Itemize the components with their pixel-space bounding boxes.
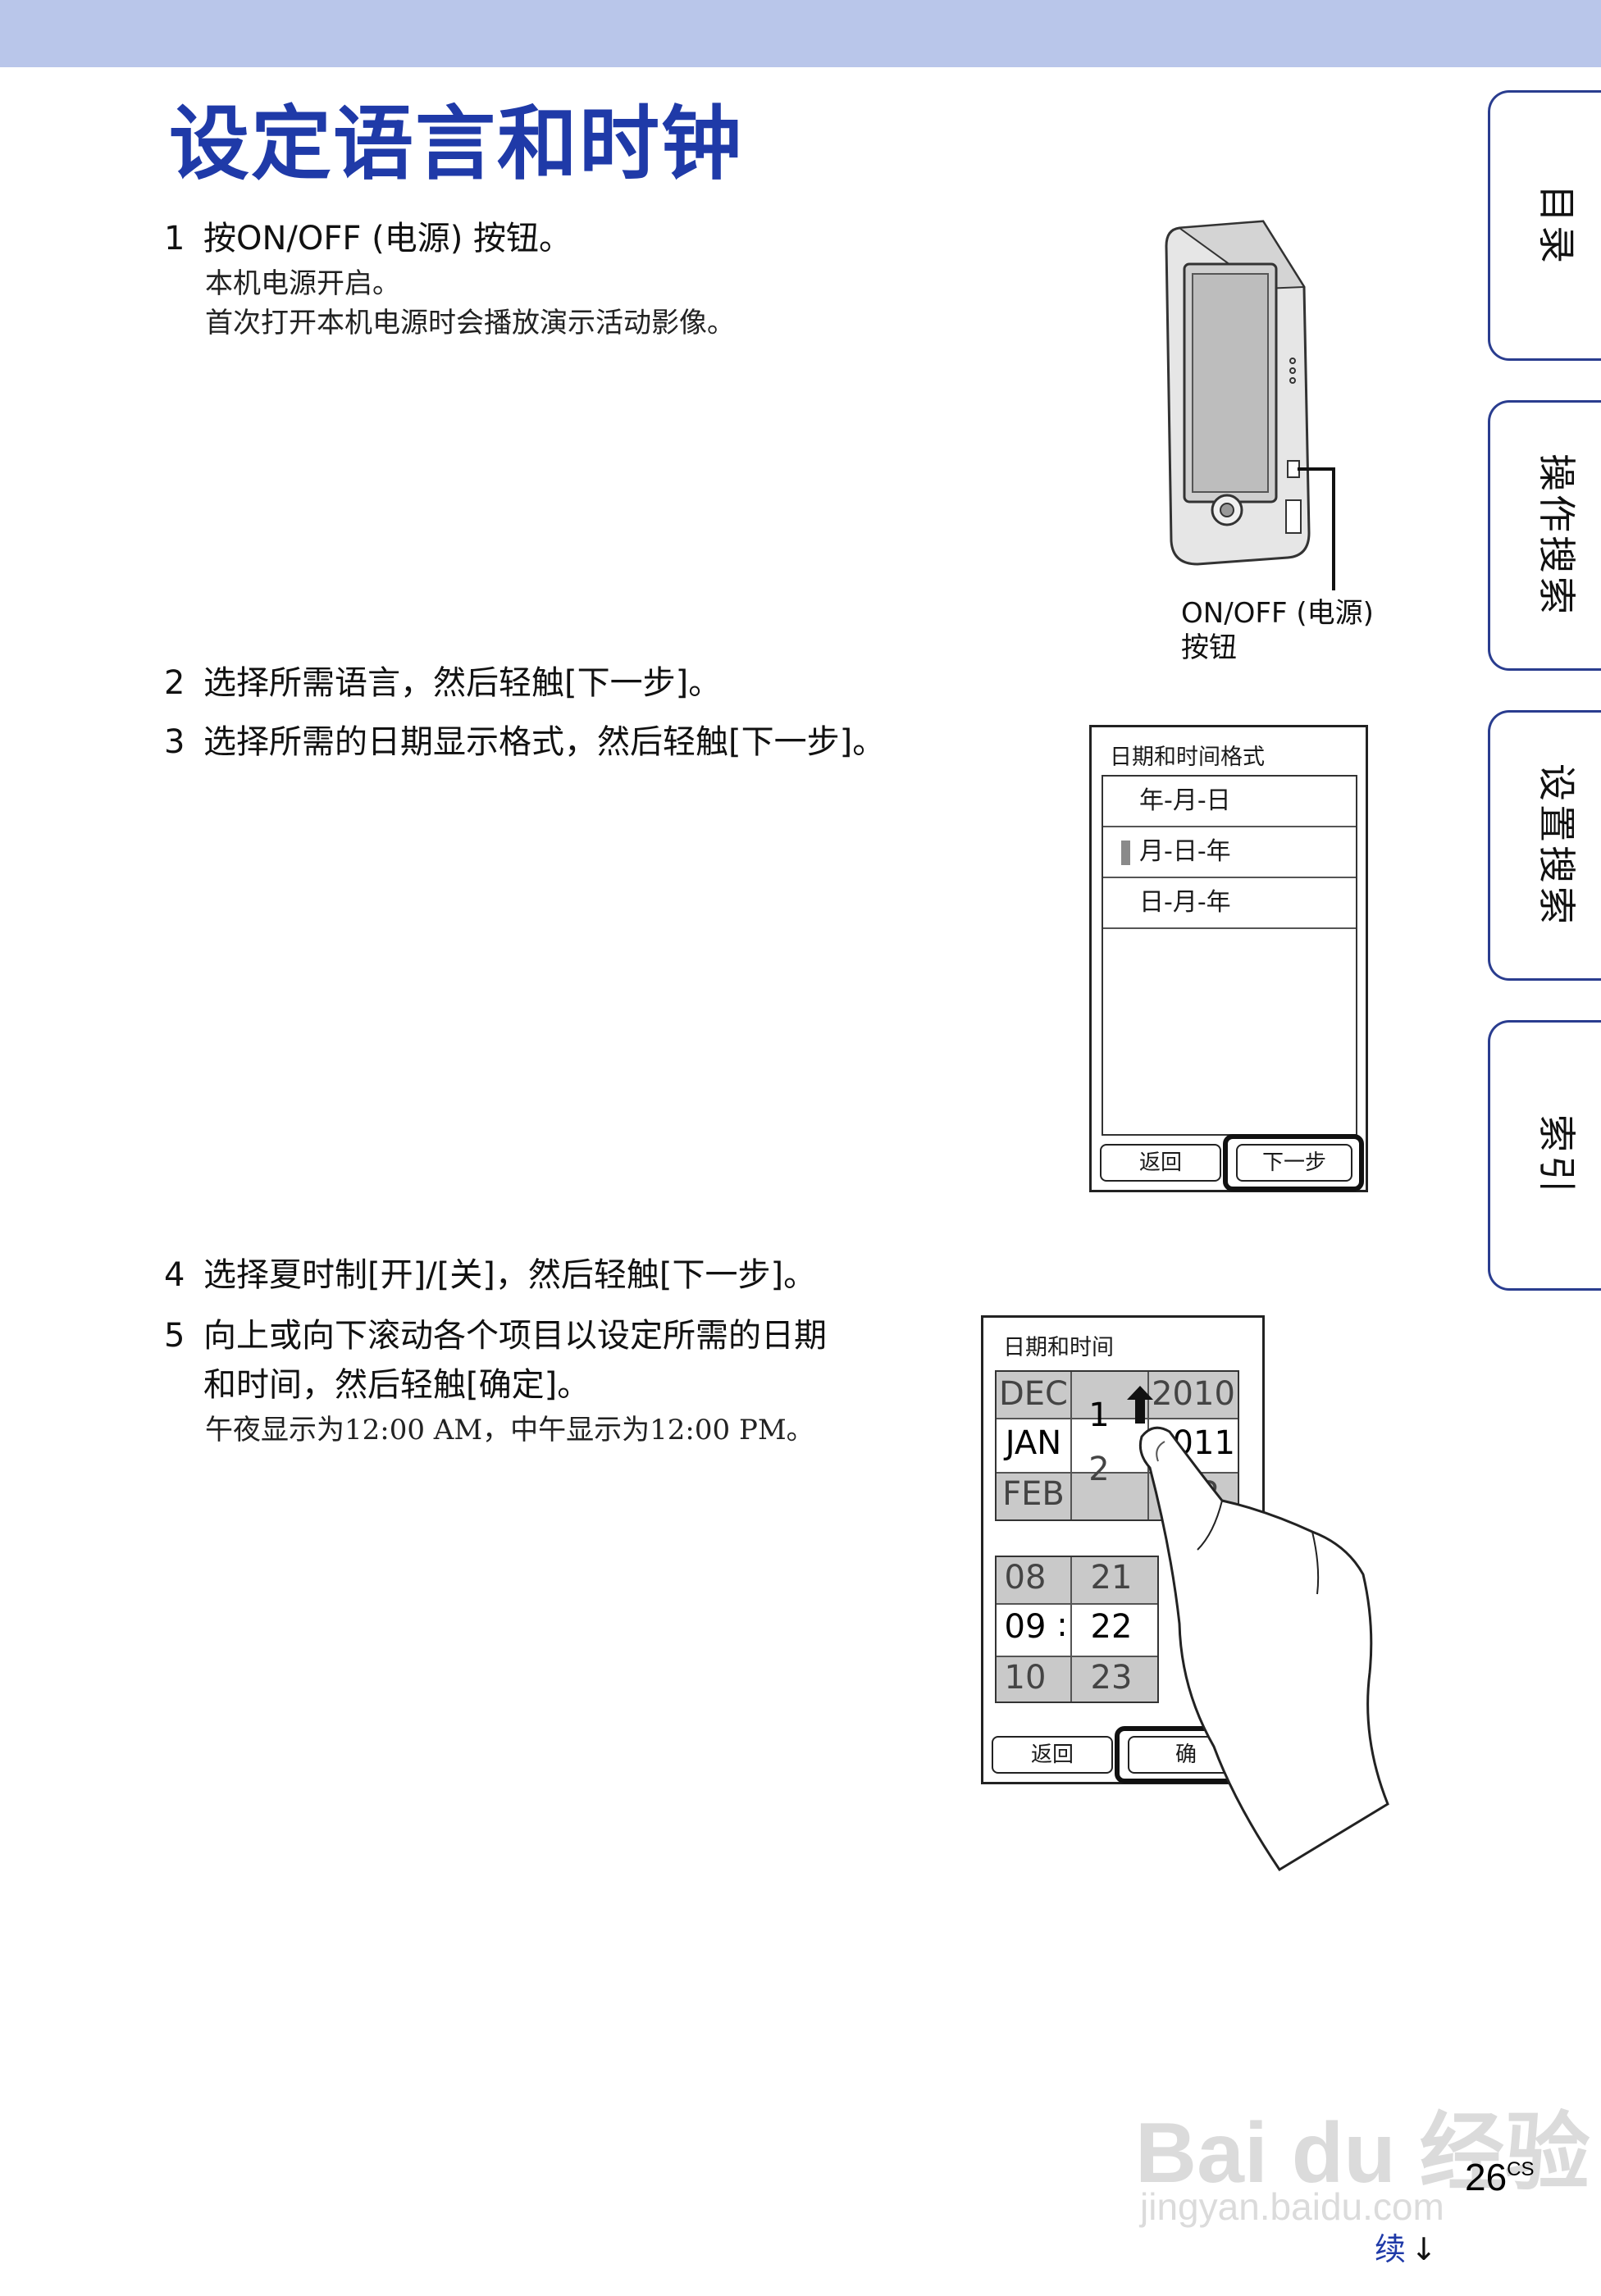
step-1-note-1: 本机电源开启。 (205, 267, 400, 300)
step-2: 2 选择所需语言，然后轻触[下一步]。 (164, 656, 721, 704)
next-button[interactable]: 下一步 (1236, 1144, 1352, 1182)
divider (1070, 1372, 1072, 1519)
minute-current: 22 (1090, 1608, 1133, 1646)
step-number: 1 (164, 220, 185, 257)
day-next: 2 (1088, 1451, 1110, 1488)
selection-marker (1121, 840, 1130, 865)
minute-next: 23 (1090, 1659, 1133, 1697)
format-option-list: 年-月-日 月-日-年 日-月-年 (1102, 775, 1357, 1136)
format-option-selected[interactable]: 月-日-年 (1103, 827, 1356, 878)
tab-label: 操作搜索 (1534, 453, 1579, 617)
format-option[interactable]: 日-月-年 (1103, 878, 1356, 929)
time-picker[interactable]: 08 09 10 : 21 22 23 (995, 1556, 1159, 1703)
screen-header: 日期和时间格式 (1110, 745, 1265, 770)
date-current-row (997, 1418, 1238, 1474)
watermark-logo: Bai du 经验 (1135, 2106, 1590, 2201)
tab-settings-search[interactable]: 设置搜索 (1488, 710, 1601, 981)
month-current: JAN (1005, 1424, 1062, 1462)
screen-header: 日期和时间 (1003, 1335, 1114, 1360)
time-separator: : (1056, 1606, 1068, 1644)
back-button[interactable]: 返回 (992, 1736, 1113, 1774)
top-color-bar (0, 0, 1601, 67)
month-next: FEB (1002, 1475, 1065, 1513)
step-number: 3 (164, 723, 185, 761)
date-format-screen: 日期和时间格式 年-月-日 月-日-年 日-月-年 返回 下一步 (1089, 725, 1368, 1192)
continued-link[interactable]: 续↓ (1375, 2231, 1437, 2267)
camera-illustration (1165, 220, 1335, 590)
back-button[interactable]: 返回 (1100, 1144, 1221, 1182)
page-number: 26CS (1465, 2156, 1535, 2198)
arrow-down-icon: ↓ (1411, 2231, 1437, 2267)
tab-label: 设置搜索 (1534, 763, 1579, 927)
tab-contents[interactable]: 目录 (1488, 90, 1601, 361)
step-text: 选择夏时制[开]/[关]，然后轻触[下一步]。 (203, 1256, 817, 1294)
tab-operation-search[interactable]: 操作搜索 (1488, 400, 1601, 671)
step-text: 向上或向下滚动各个项目以设定所需的日期 (203, 1317, 827, 1355)
step-4: 4 选择夏时制[开]/[关]，然后轻触[下一步]。 (164, 1248, 816, 1296)
step-text: 按ON/OFF (电源) 按钮。 (203, 220, 572, 257)
divider (1070, 1557, 1072, 1702)
page-title: 设定语言和时钟 (169, 98, 744, 191)
step-number: 2 (164, 664, 185, 702)
step-1: 1 按ON/OFF (电源) 按钮。 (164, 212, 572, 259)
time-current-row (997, 1603, 1157, 1657)
format-option[interactable]: 年-月-日 (1103, 777, 1356, 827)
hour-prev: 08 (1004, 1559, 1047, 1597)
month-prev: DEC (998, 1375, 1068, 1413)
watermark-url: jingyan.baidu.com (1140, 2185, 1444, 2228)
step-text: 选择所需的日期显示格式，然后轻触[下一步]。 (203, 723, 886, 761)
page-suffix: CS (1507, 2158, 1535, 2180)
next-button-highlight (1223, 1134, 1364, 1191)
hand-illustration (1127, 1386, 1389, 1872)
tab-index[interactable]: 索引 (1488, 1020, 1601, 1291)
tab-label: 目录 (1534, 184, 1579, 266)
power-button-callout-2: 按钮 (1181, 631, 1237, 664)
step-3: 3 选择所需的日期显示格式，然后轻触[下一步]。 (164, 715, 885, 763)
step-number: 5 (164, 1317, 185, 1355)
hour-next: 10 (1004, 1659, 1047, 1697)
tab-label: 索引 (1534, 1114, 1579, 1196)
step-5-note: 午夜显示为12:00 AM，中午显示为12:00 PM。 (205, 1414, 814, 1446)
step-1-note-2: 首次打开本机电源时会播放演示活动影像。 (205, 307, 735, 339)
day-current: 1 (1088, 1396, 1110, 1434)
step-text: 选择所需语言，然后轻触[下一步]。 (203, 664, 722, 702)
step-number: 4 (164, 1256, 185, 1294)
minute-prev: 21 (1090, 1559, 1133, 1597)
step-5-line-2: 和时间，然后轻触[确定]。 (203, 1366, 591, 1404)
power-button-callout: ON/OFF (电源) (1181, 597, 1374, 630)
year-prev: 2010 (1152, 1375, 1235, 1413)
step-5: 5 向上或向下滚动各个项目以设定所需的日期 (164, 1309, 827, 1356)
hour-current: 09 (1004, 1608, 1047, 1646)
